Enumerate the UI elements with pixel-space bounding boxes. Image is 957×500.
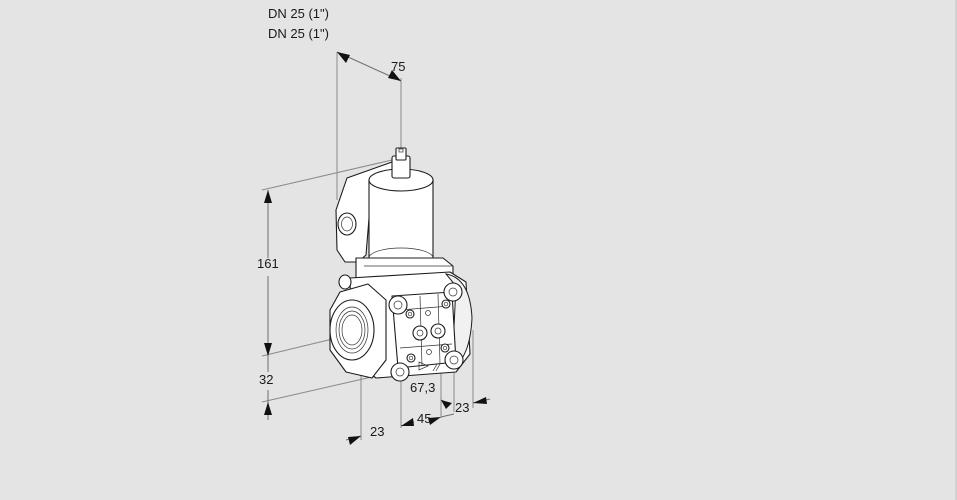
title-line-2: DN 25 (1"): [268, 26, 329, 41]
valve-body: [329, 147, 473, 382]
screw-bl: [390, 362, 410, 382]
dimension-label-32: 32: [259, 372, 274, 387]
page-edge: [955, 0, 957, 500]
adjust-mark-icon: [432, 363, 441, 372]
dimension-label-67-3: 67,3: [410, 380, 436, 395]
screw-tl: [388, 295, 408, 315]
dimension-75: [336, 51, 402, 200]
dimension-bottom: [345, 330, 491, 445]
dimension-161-32: [261, 159, 393, 420]
title-line-1: DN 25 (1"): [268, 6, 329, 21]
flow-arrow-icon: [418, 361, 429, 371]
dimension-label-161: 161: [257, 256, 279, 271]
dimension-label-75: 75: [391, 59, 406, 74]
dimension-label-45: 45: [417, 411, 432, 426]
screw-tr: [443, 282, 463, 302]
dimension-label-side-23: 23: [455, 400, 470, 415]
dimension-label-inlet-23: 23: [370, 424, 385, 439]
screw-br: [444, 350, 464, 370]
